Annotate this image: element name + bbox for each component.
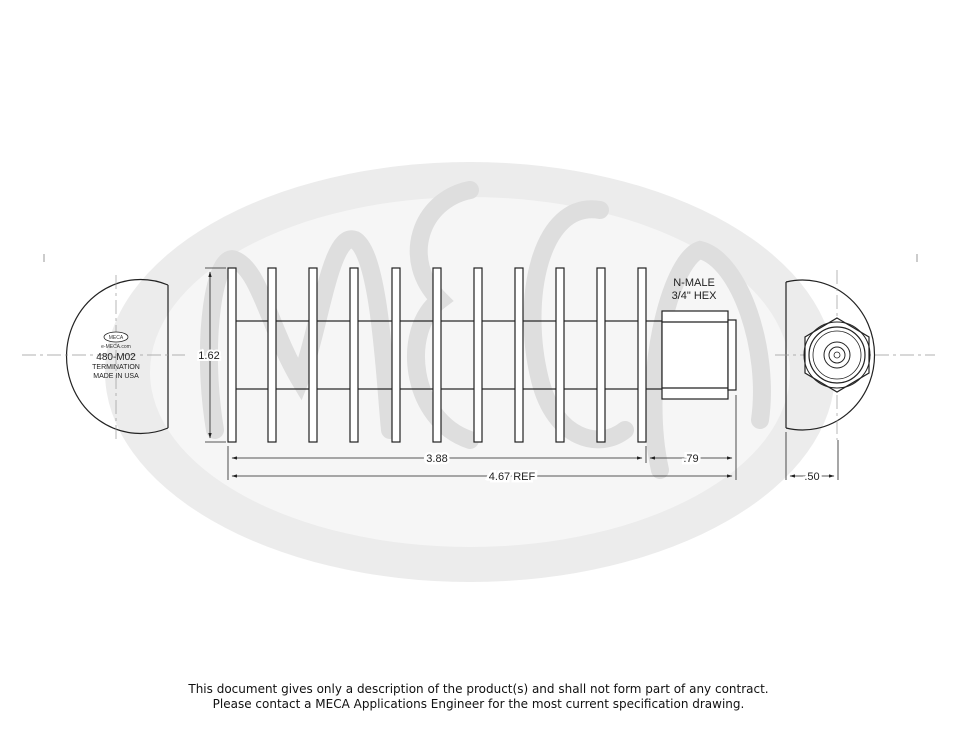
hex-nut xyxy=(661,310,737,400)
height-dimension xyxy=(205,267,226,443)
part-number: 480-M02 xyxy=(96,352,136,363)
origin-label: MADE IN USA xyxy=(93,373,139,380)
disclaimer-line-2: Please contact a MECA Applications Engin… xyxy=(212,697,745,711)
cooling-fins xyxy=(227,267,647,443)
left-end-view: MECA e-MECA.com 480-M02 TERMINATION MADE… xyxy=(22,254,185,440)
length-dimensions xyxy=(227,395,737,480)
side-view xyxy=(227,267,737,443)
connector-hex-label: 3/4" HEX xyxy=(672,290,718,302)
body-length-text: 3.88 xyxy=(426,453,447,465)
disclaimer-line-1: This document gives only a description o… xyxy=(188,682,769,696)
svg-text:MECA: MECA xyxy=(109,335,124,341)
connector-length-text: .79 xyxy=(683,453,698,465)
description-label: TERMINATION xyxy=(92,364,140,371)
connector-type-label: N-MALE xyxy=(673,277,715,289)
meca-logo: MECA xyxy=(103,331,129,343)
height-dimension-text: 1.62 xyxy=(198,350,219,362)
overall-length-text: 4.67 REF xyxy=(489,471,536,483)
end-depth-dimension xyxy=(785,432,839,480)
website-label: e-MECA.com xyxy=(101,344,131,350)
end-depth-text: .50 xyxy=(804,471,819,483)
right-end-view xyxy=(775,254,935,440)
